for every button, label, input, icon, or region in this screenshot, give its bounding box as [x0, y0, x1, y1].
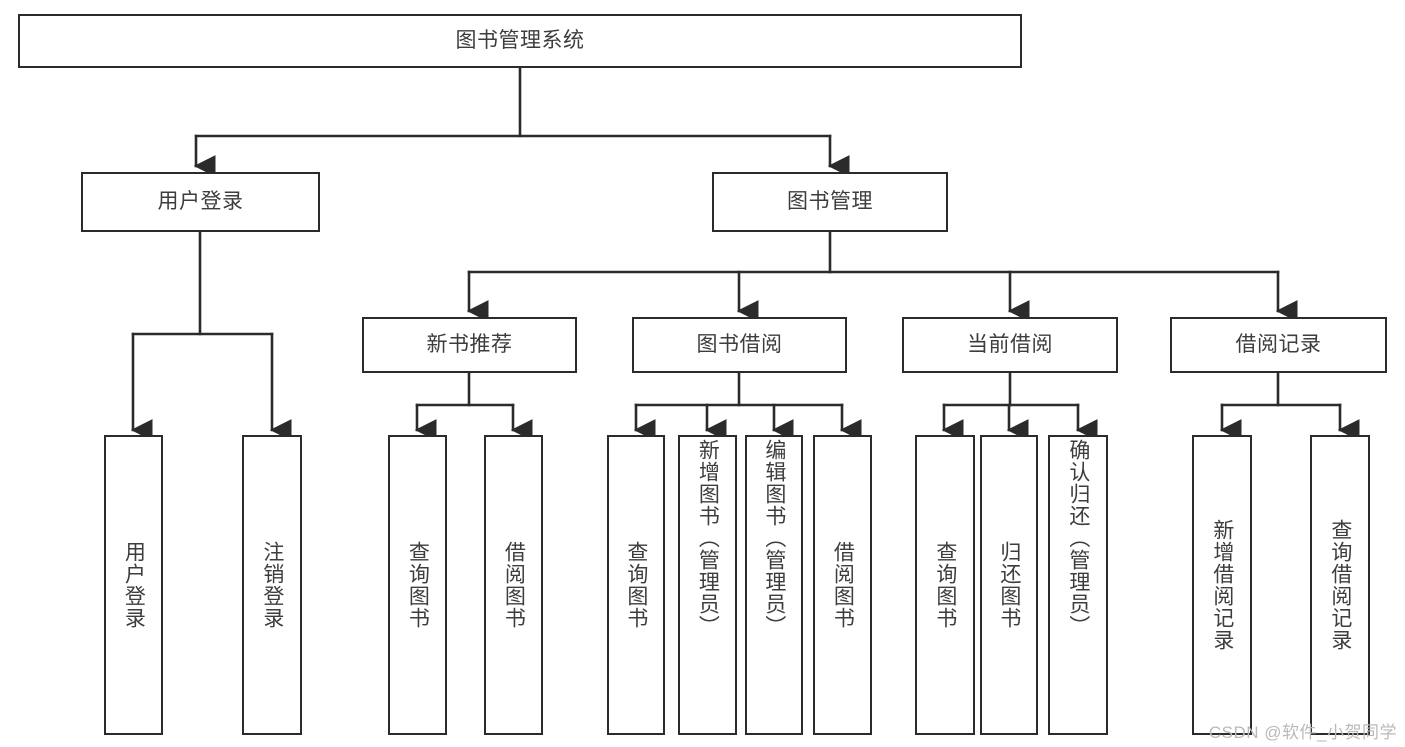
node-book-manage[interactable]: 图书管理 [712, 172, 948, 232]
leaf-cb-confirm-return-label: 确认归还（管理员） [1066, 439, 1090, 637]
node-borrow-record-label: 借阅记录 [1235, 332, 1322, 356]
leaf-logout-label: 注销登录 [260, 541, 284, 629]
leaf-nb-borrow-book-label: 借阅图书 [502, 541, 526, 629]
leaf-bb-edit-book[interactable]: 编辑图书（管理员） [745, 435, 803, 735]
leaf-br-add-record[interactable]: 新增借阅记录 [1192, 435, 1252, 735]
leaf-br-query-record[interactable]: 查询借阅记录 [1310, 435, 1370, 735]
leaf-cb-query-book[interactable]: 查询图书 [915, 435, 975, 735]
leaf-bb-add-book[interactable]: 新增图书（管理员） [678, 435, 737, 735]
leaf-cb-confirm-return[interactable]: 确认归还（管理员） [1048, 435, 1108, 735]
node-current-borrow-label: 当前借阅 [967, 332, 1053, 356]
leaf-cb-query-book-label: 查询图书 [933, 541, 957, 629]
leaf-cb-return-book-label: 归还图书 [997, 541, 1021, 629]
leaf-user-login[interactable]: 用户登录 [104, 435, 163, 735]
node-new-book-recommend[interactable]: 新书推荐 [362, 317, 577, 373]
leaf-bb-borrow-book[interactable]: 借阅图书 [813, 435, 872, 735]
leaf-bb-query-book[interactable]: 查询图书 [607, 435, 665, 735]
node-book-manage-label: 图书管理 [787, 189, 873, 213]
leaf-br-query-record-label: 查询借阅记录 [1328, 519, 1352, 651]
leaf-nb-query-book[interactable]: 查询图书 [388, 435, 447, 735]
leaf-bb-query-book-label: 查询图书 [624, 541, 648, 629]
leaf-user-login-label: 用户登录 [122, 541, 146, 629]
node-book-borrow[interactable]: 图书借阅 [632, 317, 847, 373]
leaf-logout[interactable]: 注销登录 [242, 435, 302, 735]
leaf-bb-edit-book-label: 编辑图书（管理员） [762, 439, 786, 637]
node-user-login[interactable]: 用户登录 [81, 172, 320, 232]
node-root[interactable]: 图书管理系统 [18, 14, 1022, 68]
node-current-borrow[interactable]: 当前借阅 [902, 317, 1118, 373]
csdn-watermark: CSDN @软件_小贺同学 [1208, 723, 1397, 742]
node-new-book-recommend-label: 新书推荐 [426, 332, 513, 356]
node-user-login-label: 用户登录 [157, 189, 244, 213]
leaf-br-add-record-label: 新增借阅记录 [1210, 519, 1234, 651]
node-book-borrow-label: 图书借阅 [696, 332, 783, 356]
leaf-bb-add-book-label: 新增图书（管理员） [696, 439, 720, 637]
node-root-label: 图书管理系统 [455, 28, 585, 52]
node-borrow-record[interactable]: 借阅记录 [1170, 317, 1387, 373]
leaf-nb-borrow-book[interactable]: 借阅图书 [484, 435, 543, 735]
leaf-nb-query-book-label: 查询图书 [406, 541, 430, 629]
leaf-bb-borrow-book-label: 借阅图书 [831, 541, 855, 629]
leaf-cb-return-book[interactable]: 归还图书 [980, 435, 1038, 735]
